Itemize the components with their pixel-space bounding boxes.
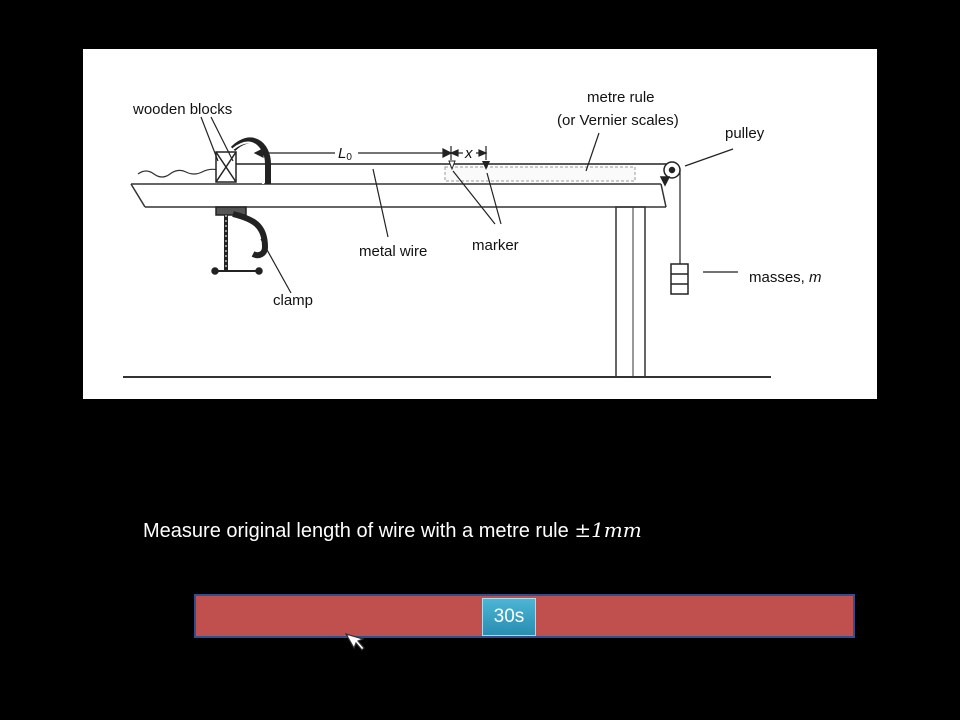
label-metre-rule: metre rule: [587, 89, 655, 106]
length-arrows: [253, 146, 488, 160]
mouse-cursor-icon: [344, 633, 365, 651]
bench: [130, 183, 667, 378]
experiment-diagram: wooden blocks metre rule (or Vernier sca…: [123, 89, 822, 378]
timer-badge[interactable]: 30s: [482, 598, 536, 636]
label-clamp: clamp: [273, 292, 313, 309]
label-metal-wire: metal wire: [359, 243, 427, 260]
label-x: x: [464, 145, 473, 162]
caption-main: Measure original length of wire with a m…: [143, 520, 575, 542]
marker-icon-2: [482, 161, 490, 170]
label-pulley: pulley: [725, 125, 765, 142]
label-wooden-blocks: wooden blocks: [132, 101, 232, 118]
caption-math: ±1mm: [574, 518, 642, 542]
pulley-icon: [659, 161, 681, 187]
marker-icon: [448, 160, 456, 171]
label-vernier: (or Vernier scales): [557, 112, 679, 129]
masses-icon: [670, 263, 689, 295]
label-L0: L0: [338, 145, 352, 163]
label-marker: marker: [472, 237, 519, 254]
diagram-panel: wooden blocks metre rule (or Vernier sca…: [83, 49, 877, 399]
label-masses: masses, m: [749, 269, 822, 286]
leader-lines: [200, 116, 738, 294]
wire-loose-end: [137, 168, 229, 178]
metre-rule-scale: [444, 166, 636, 182]
caption-text: Measure original length of wire with a m…: [143, 518, 843, 543]
